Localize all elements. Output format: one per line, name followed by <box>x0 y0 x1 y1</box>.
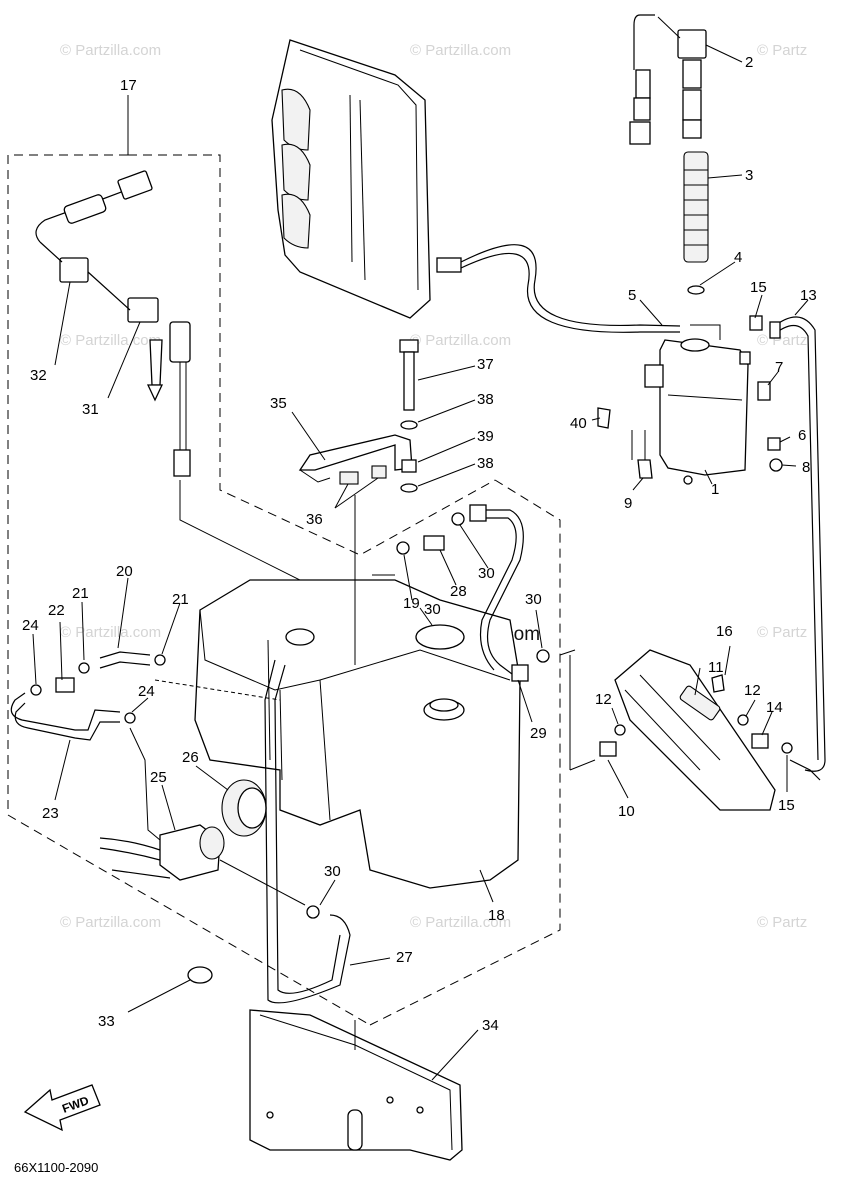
sheet-40 <box>597 407 611 429</box>
watermark-partial: © Partz <box>757 914 807 931</box>
part-code: 66X1100-2090 <box>14 1160 98 1175</box>
cap-19 <box>415 624 465 650</box>
callout-9: 9 <box>624 495 632 512</box>
bolt-37 <box>399 339 419 493</box>
callout-30a: 30 <box>478 565 495 582</box>
bracket-34 <box>249 1009 463 1161</box>
callout-12b: 12 <box>744 682 761 699</box>
callout-26: 26 <box>182 749 199 766</box>
clamps <box>30 512 550 984</box>
callout-38a: 38 <box>477 391 494 408</box>
watermark: © Partzilla.com <box>60 624 161 641</box>
grommet-6 <box>767 437 781 451</box>
callout-14: 14 <box>766 699 783 716</box>
hose-27 <box>264 659 351 1004</box>
callout-24b: 24 <box>138 683 155 700</box>
callout-38b: 38 <box>477 455 494 472</box>
callouts: 1 2 3 4 5 6 7 8 9 10 11 12 12 13 14 15 1… <box>22 54 817 1034</box>
callout-30d: 30 <box>324 863 341 880</box>
watermark: © Partzilla.com <box>60 914 161 931</box>
callout-29: 29 <box>530 725 547 742</box>
callout-21a: 21 <box>72 585 89 602</box>
engine-bracket-right <box>599 649 821 811</box>
watermark: © Partzilla.com <box>410 914 511 931</box>
hose-23 <box>10 692 121 731</box>
watermark: © Partzilla.com <box>410 42 511 59</box>
watermark: © Partzilla.com <box>60 42 161 59</box>
callout-20: 20 <box>116 563 133 580</box>
callout-35: 35 <box>270 395 287 412</box>
watermark: © Partzilla.com <box>60 332 161 349</box>
callout-2: 2 <box>745 54 753 71</box>
cap-26 <box>221 779 267 837</box>
callout-16: 16 <box>716 623 733 640</box>
callout-7: 7 <box>775 359 783 376</box>
group-boundaries <box>7 95 561 1026</box>
callout-36: 36 <box>306 511 323 528</box>
callout-30b: 30 <box>424 601 441 618</box>
callout-5: 5 <box>628 287 636 304</box>
plug-9 <box>637 459 653 479</box>
callout-4: 4 <box>734 249 742 266</box>
callout-23: 23 <box>42 805 59 822</box>
engine-cover <box>271 39 462 319</box>
callout-40: 40 <box>570 415 587 432</box>
bracket-35 <box>298 434 413 485</box>
watermarks: © Partzilla.com © Partzilla.com © Partz … <box>60 42 807 931</box>
callout-19: 19 <box>403 595 420 612</box>
callout-37: 37 <box>477 356 494 373</box>
watermark-partial: © Partz <box>757 624 807 641</box>
sender-31 <box>35 170 191 477</box>
callout-33: 33 <box>98 1013 115 1030</box>
oil-tank-18 <box>194 579 521 889</box>
fwd-arrow: FWD <box>23 1084 101 1132</box>
callout-12a: 12 <box>595 691 612 708</box>
callout-11: 11 <box>708 659 724 676</box>
watermark: © Partzilla.com <box>410 332 511 349</box>
callout-8: 8 <box>802 459 810 476</box>
oil-pump-25 <box>99 824 225 881</box>
callout-34: 34 <box>482 1017 499 1034</box>
callout-6: 6 <box>798 427 806 444</box>
hose-13 <box>771 316 826 772</box>
bolt-8 <box>769 458 783 472</box>
callout-32: 32 <box>30 367 47 384</box>
hose-20 <box>99 651 151 659</box>
callout-18: 18 <box>488 907 505 924</box>
callout-27: 27 <box>396 949 413 966</box>
callout-10: 10 <box>618 803 635 820</box>
callout-28: 28 <box>450 583 467 600</box>
callout-31: 31 <box>82 401 99 418</box>
watermark-partial: © Partz <box>757 42 807 59</box>
callout-1: 1 <box>711 481 719 498</box>
callout-24a: 24 <box>22 617 39 634</box>
leader-lines <box>32 44 809 1081</box>
hose-29 <box>480 509 524 681</box>
grommet-7 <box>757 381 771 401</box>
watermark-partial: © Partz <box>757 332 807 349</box>
callout-15a: 15 <box>750 279 767 296</box>
oil-level-sensor-2 <box>629 14 707 145</box>
hose-5 <box>460 244 681 327</box>
callout-15b: 15 <box>778 797 795 814</box>
callout-3: 3 <box>745 167 753 184</box>
callout-22: 22 <box>48 602 65 619</box>
callout-25: 25 <box>150 769 167 786</box>
callout-39: 39 <box>477 428 494 445</box>
callout-21b: 21 <box>172 591 189 608</box>
callout-13: 13 <box>800 287 817 304</box>
callout-17: 17 <box>120 77 137 94</box>
oil-tank-1 <box>644 324 751 485</box>
callout-30c: 30 <box>525 591 542 608</box>
strainer-3 <box>683 151 709 295</box>
